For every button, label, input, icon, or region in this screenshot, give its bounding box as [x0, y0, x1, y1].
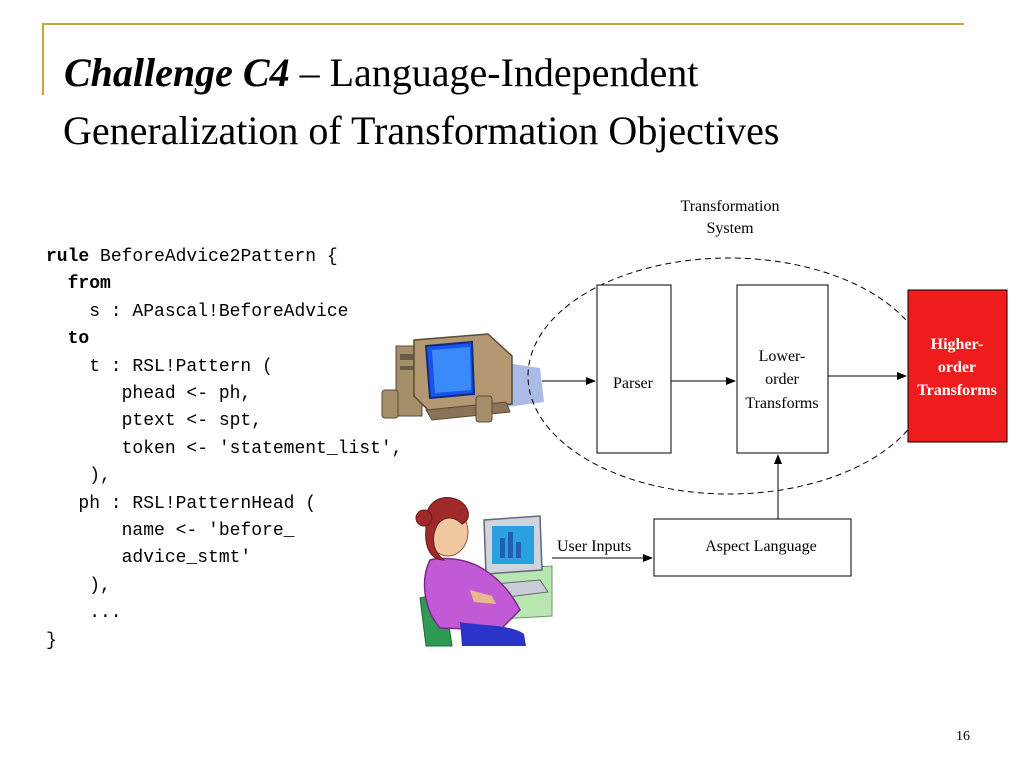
- transformation-system-label-line1: Transformation: [680, 198, 780, 215]
- screen-bar3-shape: [516, 542, 521, 558]
- lower-order-label-line1: Lower-: [759, 348, 806, 365]
- parser-label: Parser: [613, 375, 654, 392]
- code-keyword-to: to: [67, 329, 90, 350]
- code-line-1: BeforeAdvice2Pattern {: [89, 247, 338, 267]
- computer-speaker-right-shape: [475, 395, 493, 423]
- slide-title-rest: – Language-Independent: [289, 50, 699, 95]
- page-number: 16: [956, 729, 970, 744]
- code-line-3: s : APascal!BeforeAdvice: [46, 301, 349, 322]
- parser-box: Parser: [596, 284, 672, 454]
- lower-order-transforms-box: Lower- order Transforms: [736, 284, 829, 454]
- screen-bar2-shape: [508, 532, 513, 558]
- slide-title-emphasis: Challenge C4: [64, 50, 290, 95]
- computer-clipart-icon: [381, 333, 544, 423]
- higher-order-label-line3: Transforms: [917, 382, 997, 399]
- code-line-11: name <- 'before_: [46, 521, 295, 542]
- person-hair-shape: [424, 497, 469, 561]
- code-line-15: }: [46, 630, 57, 651]
- person-hand-shape: [470, 590, 496, 604]
- person-at-computer-clipart-icon: [415, 497, 553, 647]
- lower-order-box-rect: [736, 284, 829, 454]
- title-accent-rule-horizontal: [42, 23, 964, 25]
- person-legs-shape: [460, 622, 526, 646]
- code-line-9: ),: [46, 466, 111, 487]
- computer-speaker-left-shape: [381, 389, 399, 419]
- code-line-10: ph : RSL!PatternHead (: [46, 493, 317, 514]
- parser-box-rect: [596, 284, 672, 454]
- higher-order-label-line2: order: [938, 359, 976, 376]
- code-keyword-rule: rule: [46, 247, 90, 267]
- title-accent-rule-vertical: [42, 23, 44, 95]
- transformation-system-label: Transformation System: [650, 196, 810, 240]
- lower-order-label-line2: order: [765, 371, 799, 388]
- code-line-8: token <- 'statement_list',: [46, 438, 403, 459]
- code-line-13: ),: [46, 575, 111, 596]
- aspect-language-box: Aspect Language: [653, 518, 852, 577]
- code-line-14: ...: [46, 603, 122, 624]
- code-line-5: t : RSL!Pattern (: [46, 356, 273, 377]
- code-line-12: advice_stmt': [46, 548, 252, 569]
- computer-drive-slot-shape: [400, 354, 416, 360]
- higher-order-transforms-box: Higher- order Transforms: [907, 289, 1008, 443]
- user-inputs-label: User Inputs: [557, 538, 631, 555]
- code-line-7: ptext <- spt,: [46, 411, 263, 432]
- transformation-system-label-line2: System: [706, 220, 754, 237]
- computer-drive-slot2-shape: [400, 366, 416, 370]
- higher-order-box-rect: [907, 289, 1008, 443]
- code-listing: rule BeforeAdvice2Pattern { from s : APa…: [46, 244, 402, 655]
- code-keyword-from: from: [67, 274, 111, 295]
- computer-screen-highlight-shape: [432, 347, 471, 393]
- person-hair-bun-shape: [415, 509, 433, 527]
- slide-title-line2: Generalization of Transformation Objecti…: [63, 108, 780, 153]
- aspect-language-label: Aspect Language: [705, 538, 817, 555]
- aspect-language-box-rect: [653, 518, 852, 577]
- lower-order-label-line3: Transforms: [745, 395, 818, 412]
- higher-order-label-line1: Higher-: [931, 336, 984, 353]
- screen-bar1-shape: [500, 538, 505, 558]
- code-line-6: phead <- ph,: [46, 384, 252, 405]
